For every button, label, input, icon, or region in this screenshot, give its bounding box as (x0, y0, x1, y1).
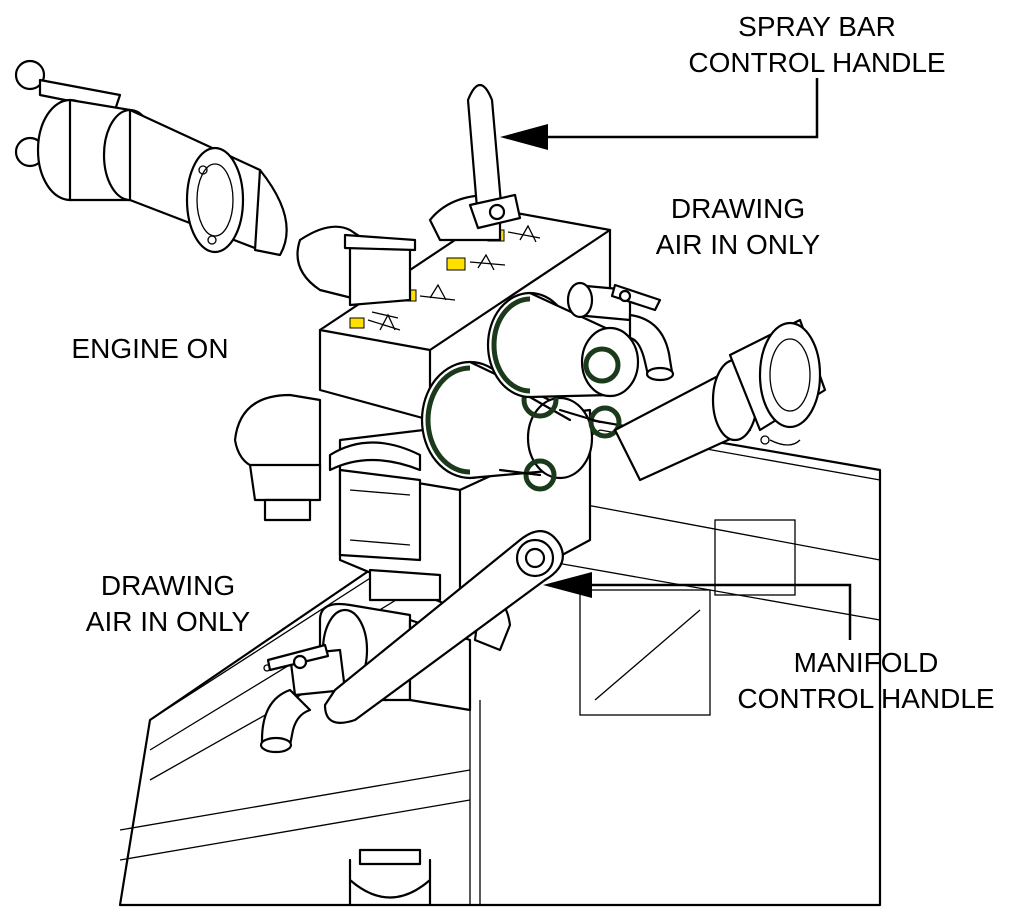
label-spray-bar: SPRAY BAR CONTROL HANDLE (688, 11, 945, 78)
spray-bar-handle (466, 83, 522, 230)
panel-plate-small (714, 519, 796, 596)
drawing-air-top-line2: AIR IN ONLY (656, 229, 821, 260)
camlock-pipe (14, 59, 382, 302)
right-hose-fitting (613, 318, 827, 482)
arrow-icon (543, 572, 592, 598)
arrow-icon (500, 124, 548, 150)
label-drawing-air-top: DRAWING AIR IN ONLY (656, 193, 821, 260)
drawing-air-left-line2: AIR IN ONLY (86, 606, 251, 637)
engine-on-label: ENGINE ON (71, 333, 228, 364)
spray-bar-label-line2: CONTROL HANDLE (688, 47, 945, 78)
drawing-air-left-line1: DRAWING (101, 570, 235, 601)
manifold-block (233, 193, 612, 612)
label-manifold: MANIFOLD CONTROL HANDLE (737, 647, 994, 714)
callout-manifold (543, 572, 852, 640)
manifold-handle: LEFT (323, 530, 564, 724)
label-drawing-air-left: DRAWING AIR IN ONLY (86, 570, 251, 637)
callout-spray-bar (500, 78, 819, 150)
top-right-ball-valve (566, 281, 675, 382)
drawing-air-top-line1: DRAWING (671, 193, 805, 224)
manifold-label-line2: CONTROL HANDLE (737, 683, 994, 714)
label-engine-on: ENGINE ON (71, 333, 228, 364)
spray-bar-label-line1: SPRAY BAR (738, 11, 896, 42)
panel-plate (579, 589, 711, 716)
camlock-caps (420, 291, 640, 492)
manifold-label-line1: MANIFOLD (794, 647, 939, 678)
truck-body (118, 418, 882, 907)
tow-loop (348, 858, 432, 907)
